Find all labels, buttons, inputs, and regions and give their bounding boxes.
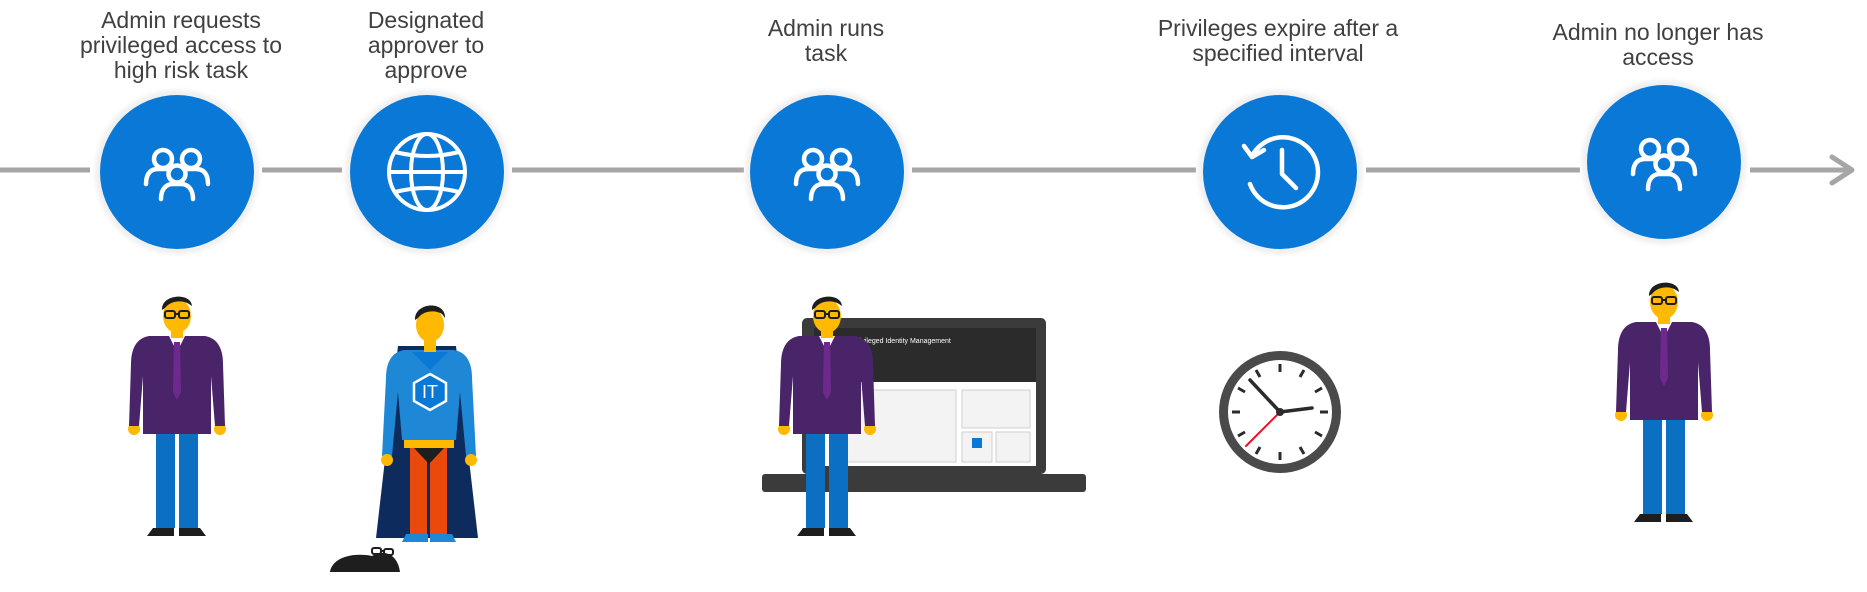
timeline-arrowhead-icon [1829,154,1855,186]
step-3-node [745,90,909,254]
step-3-label-line-2: task [804,40,848,66]
step-2-label-line-3: approve [384,57,468,83]
history-clock-icon [1241,135,1321,210]
step-4-node [1198,90,1362,254]
globe-icon [387,132,467,212]
step-2-node [345,90,509,254]
step-5-label-line-2: access [1622,44,1694,70]
admin-figure [127,295,227,537]
step-1-label-line-2: privileged access to [80,32,282,58]
step-3-label: Admin runs task [686,16,966,66]
laptop-screen-title: MIC Privileged Identity Management [838,338,951,345]
step-3-label-line-1: Admin runs [767,15,885,41]
it-superhero-figure: IT [330,305,478,572]
step-4-label: Privileges expire after a specified inte… [1138,16,1418,66]
step-5-label-line-1: Admin no longer has [1552,19,1764,45]
step-2-label-line-2: approver to [367,32,485,58]
step-5-node [1582,80,1746,244]
step-1-label: Admin requests privileged access to high… [41,8,321,83]
it-badge-text: IT [422,382,438,402]
discarded-clothes [330,552,400,572]
admin-figure [1614,281,1714,523]
wall-clock-icon [1219,351,1341,473]
step-1-label-line-3: high risk task [113,57,249,83]
step-1-label-line-1: Admin requests [101,7,261,33]
step-2-label: Designated approver to approve [286,8,566,83]
step-2-label-line-1: Designated [367,7,485,33]
step-5-label: Admin no longer has access [1518,20,1798,70]
step-4-label-line-2: specified interval [1192,40,1364,66]
step-4-label-line-1: Privileges expire after a [1157,15,1399,41]
discarded-glasses-icon [371,547,394,556]
step-1-node [95,90,259,254]
